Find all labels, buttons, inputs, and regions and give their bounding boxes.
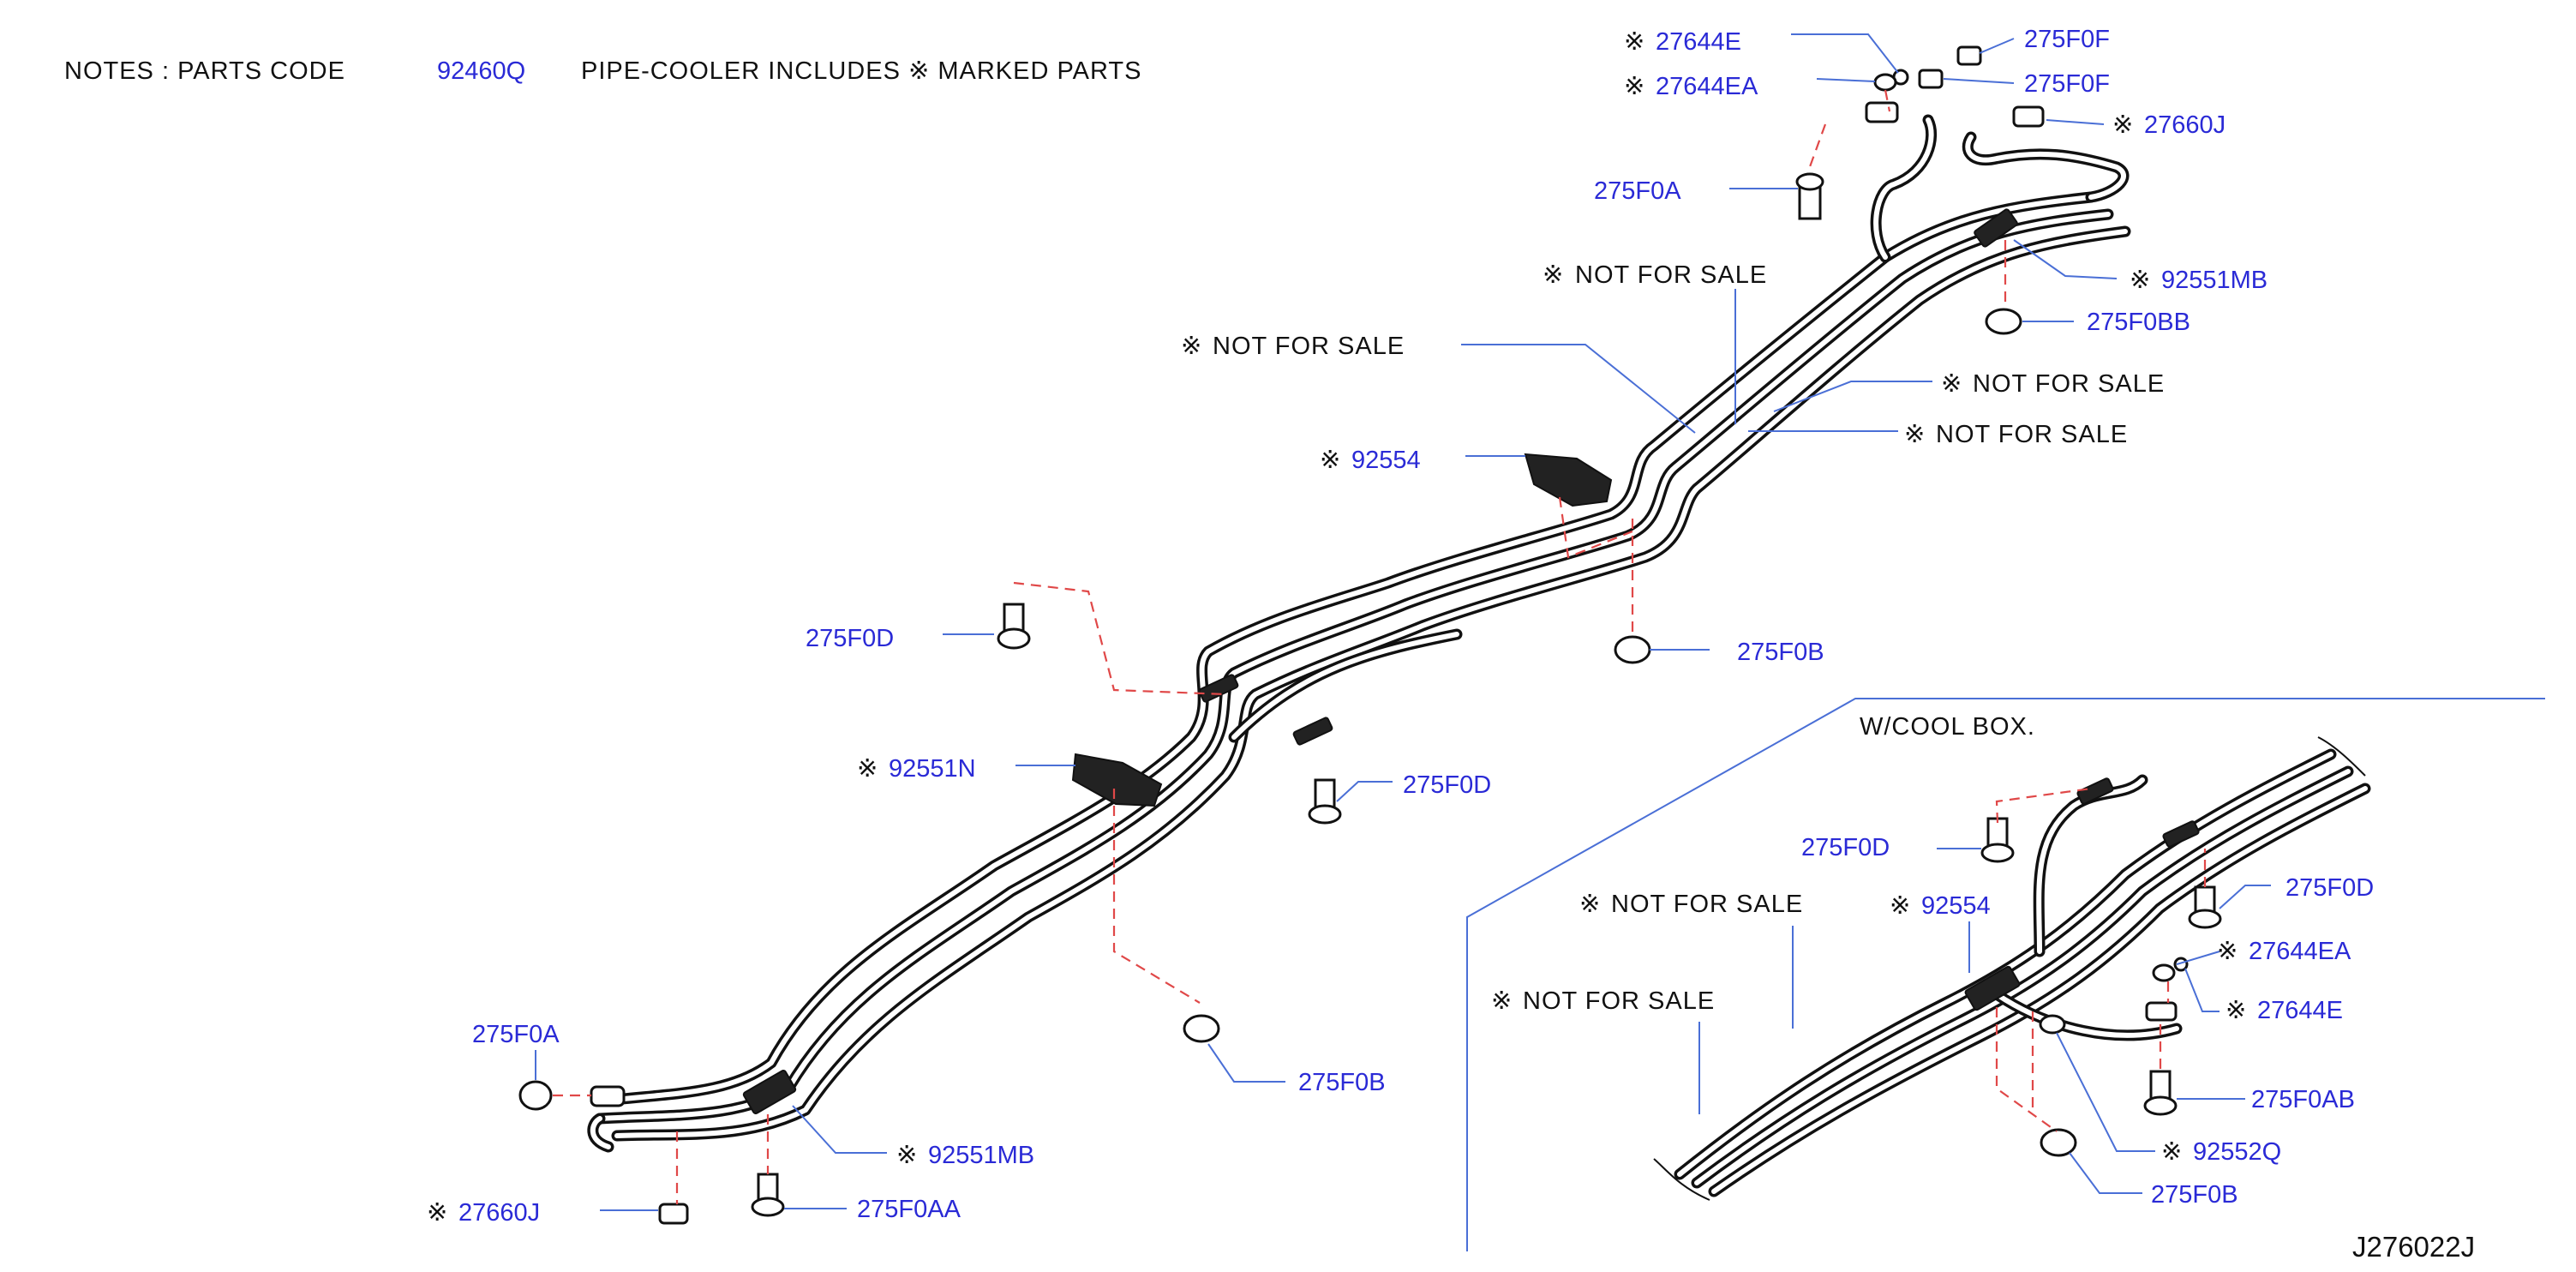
notes-header: NOTES : PARTS CODE 92460Q PIPE-COOLER IN…	[64, 57, 1141, 85]
label-275f0d-mid[interactable]: 275F0D	[1403, 771, 1491, 799]
label-275f0d-left[interactable]: 275F0D	[806, 625, 894, 652]
notes-parts-code[interactable]: 92460Q	[437, 57, 525, 85]
marker-nfs-3: ※	[1941, 370, 1962, 398]
marker-27644e-top: ※	[1624, 28, 1645, 56]
label-275f0f-2[interactable]: 275F0F	[2024, 70, 2110, 98]
inset-washer-27644ea	[2152, 963, 2176, 982]
label-27660j-bot[interactable]: 27660J	[458, 1199, 540, 1227]
inset-marker-27644e: ※	[2226, 997, 2247, 1024]
inset-marker-nfs-1: ※	[1579, 891, 1601, 918]
label-275f0a-top[interactable]: 275F0A	[1594, 177, 1681, 205]
marker-27660j-bot: ※	[427, 1199, 448, 1227]
label-27644e-top[interactable]: 27644E	[1656, 28, 1741, 56]
label-27660j-top[interactable]: 27660J	[2144, 111, 2226, 139]
marker-27660j-top: ※	[2112, 111, 2134, 139]
washer-27644ea-top	[1873, 73, 1897, 92]
label-275f0b-mid[interactable]: 275F0B	[1737, 639, 1824, 666]
bracket-92554	[1524, 453, 1613, 507]
main-parts	[518, 45, 2045, 1225]
bolt-275f0a-bot	[518, 1080, 553, 1111]
clip-27660j-top	[2012, 105, 2045, 128]
notes-prefix: NOTES : PARTS CODE	[64, 57, 345, 85]
main-leaders	[535, 33, 2118, 1211]
marker-92551mb-bot: ※	[896, 1142, 918, 1169]
inset-marker-92554: ※	[1890, 892, 1911, 920]
inset-label-92552q[interactable]: 92552Q	[2193, 1138, 2281, 1166]
marker-nfs-1: ※	[1543, 261, 1564, 289]
inset-label-27644ea[interactable]: 27644EA	[2249, 938, 2351, 965]
marker-nfs-4: ※	[1904, 421, 1926, 448]
label-275f0f-1[interactable]: 275F0F	[2024, 26, 2110, 53]
label-275f0b-bot[interactable]: 275F0B	[1298, 1069, 1386, 1096]
inset-label-275f0b[interactable]: 275F0B	[2151, 1181, 2238, 1209]
inset-cool-box: W/COOL BOX.	[1466, 698, 2545, 1251]
label-27644ea-top[interactable]: 27644EA	[1656, 73, 1758, 100]
nut-275f0b-bot	[1183, 1014, 1220, 1043]
notes-suffix: PIPE-COOLER INCLUDES ※ MARKED PARTS	[581, 57, 1141, 85]
inset-marker-92552q: ※	[2161, 1138, 2183, 1166]
diagram-code: J276022J	[2352, 1231, 2475, 1263]
inset-clip-92552q	[2039, 1014, 2066, 1035]
clamp-92551mb-bot	[742, 1069, 797, 1115]
inset-label-275f0d-1[interactable]: 275F0D	[1801, 834, 1890, 861]
label-92551mb-bot[interactable]: 92551MB	[928, 1142, 1034, 1169]
inset-bracket-92554	[1964, 965, 2021, 1011]
inset-clamp-upper	[2076, 777, 2114, 805]
inset-flange	[2145, 1001, 2178, 1022]
label-92551mb-top[interactable]: 92551MB	[2161, 267, 2267, 294]
fitting-275f0f-1	[1956, 45, 1982, 66]
inset-clamp-right	[2162, 820, 2200, 848]
inset-marker-nfs-2: ※	[1491, 987, 1513, 1015]
not-for-sale-2: NOT FOR SALE	[1213, 333, 1405, 360]
marker-92551n: ※	[857, 755, 878, 783]
not-for-sale-3: NOT FOR SALE	[1973, 370, 2165, 398]
inset-label-27644e[interactable]: 27644E	[2257, 997, 2343, 1024]
label-275f0bb[interactable]: 275F0BB	[2087, 309, 2190, 336]
main-labels: ※ 27644E ※ 27644EA 275F0F 275F0F ※ 27660…	[427, 26, 2267, 1227]
clamp-92551mb-top	[1974, 208, 2018, 248]
marker-nfs-2: ※	[1181, 333, 1202, 360]
main-assembly-dashes	[553, 89, 2007, 1204]
nut-275f0bb	[1985, 308, 2022, 335]
clamp-mid	[1292, 717, 1333, 746]
inset-title: W/COOL BOX.	[1860, 713, 2035, 741]
inset-label-275f0ab[interactable]: 275F0AB	[2251, 1086, 2355, 1113]
label-275f0aa[interactable]: 275F0AA	[857, 1196, 962, 1223]
not-for-sale-1: NOT FOR SALE	[1575, 261, 1767, 289]
marker-27644ea-top: ※	[1624, 73, 1645, 100]
clip-27660j-bot	[658, 1203, 689, 1225]
inset-label-92554[interactable]: 92554	[1921, 892, 1991, 920]
nut-275f0b-mid	[1614, 635, 1651, 664]
inset-label-275f0d-2[interactable]: 275F0D	[2285, 874, 2374, 902]
label-92554[interactable]: 92554	[1351, 447, 1421, 474]
label-275f0a-bot[interactable]: 275F0A	[472, 1021, 560, 1048]
main-pipe-bundle	[587, 114, 2131, 1153]
inset-not-for-sale-2: NOT FOR SALE	[1523, 987, 1715, 1015]
inset-marker-27644ea: ※	[2217, 938, 2238, 965]
inset-nut-275f0b	[2040, 1128, 2077, 1157]
not-for-sale-4: NOT FOR SALE	[1936, 421, 2128, 448]
marker-92554: ※	[1320, 447, 1341, 474]
fitting-275f0f-2	[1918, 69, 1944, 89]
flange-top	[1865, 101, 1899, 123]
inset-not-for-sale-1: NOT FOR SALE	[1611, 891, 1803, 918]
label-92551n[interactable]: 92551N	[889, 755, 976, 783]
marker-92551mb-top: ※	[2130, 267, 2151, 294]
flange-bot	[590, 1085, 626, 1107]
bracket-92551n	[1071, 753, 1163, 807]
